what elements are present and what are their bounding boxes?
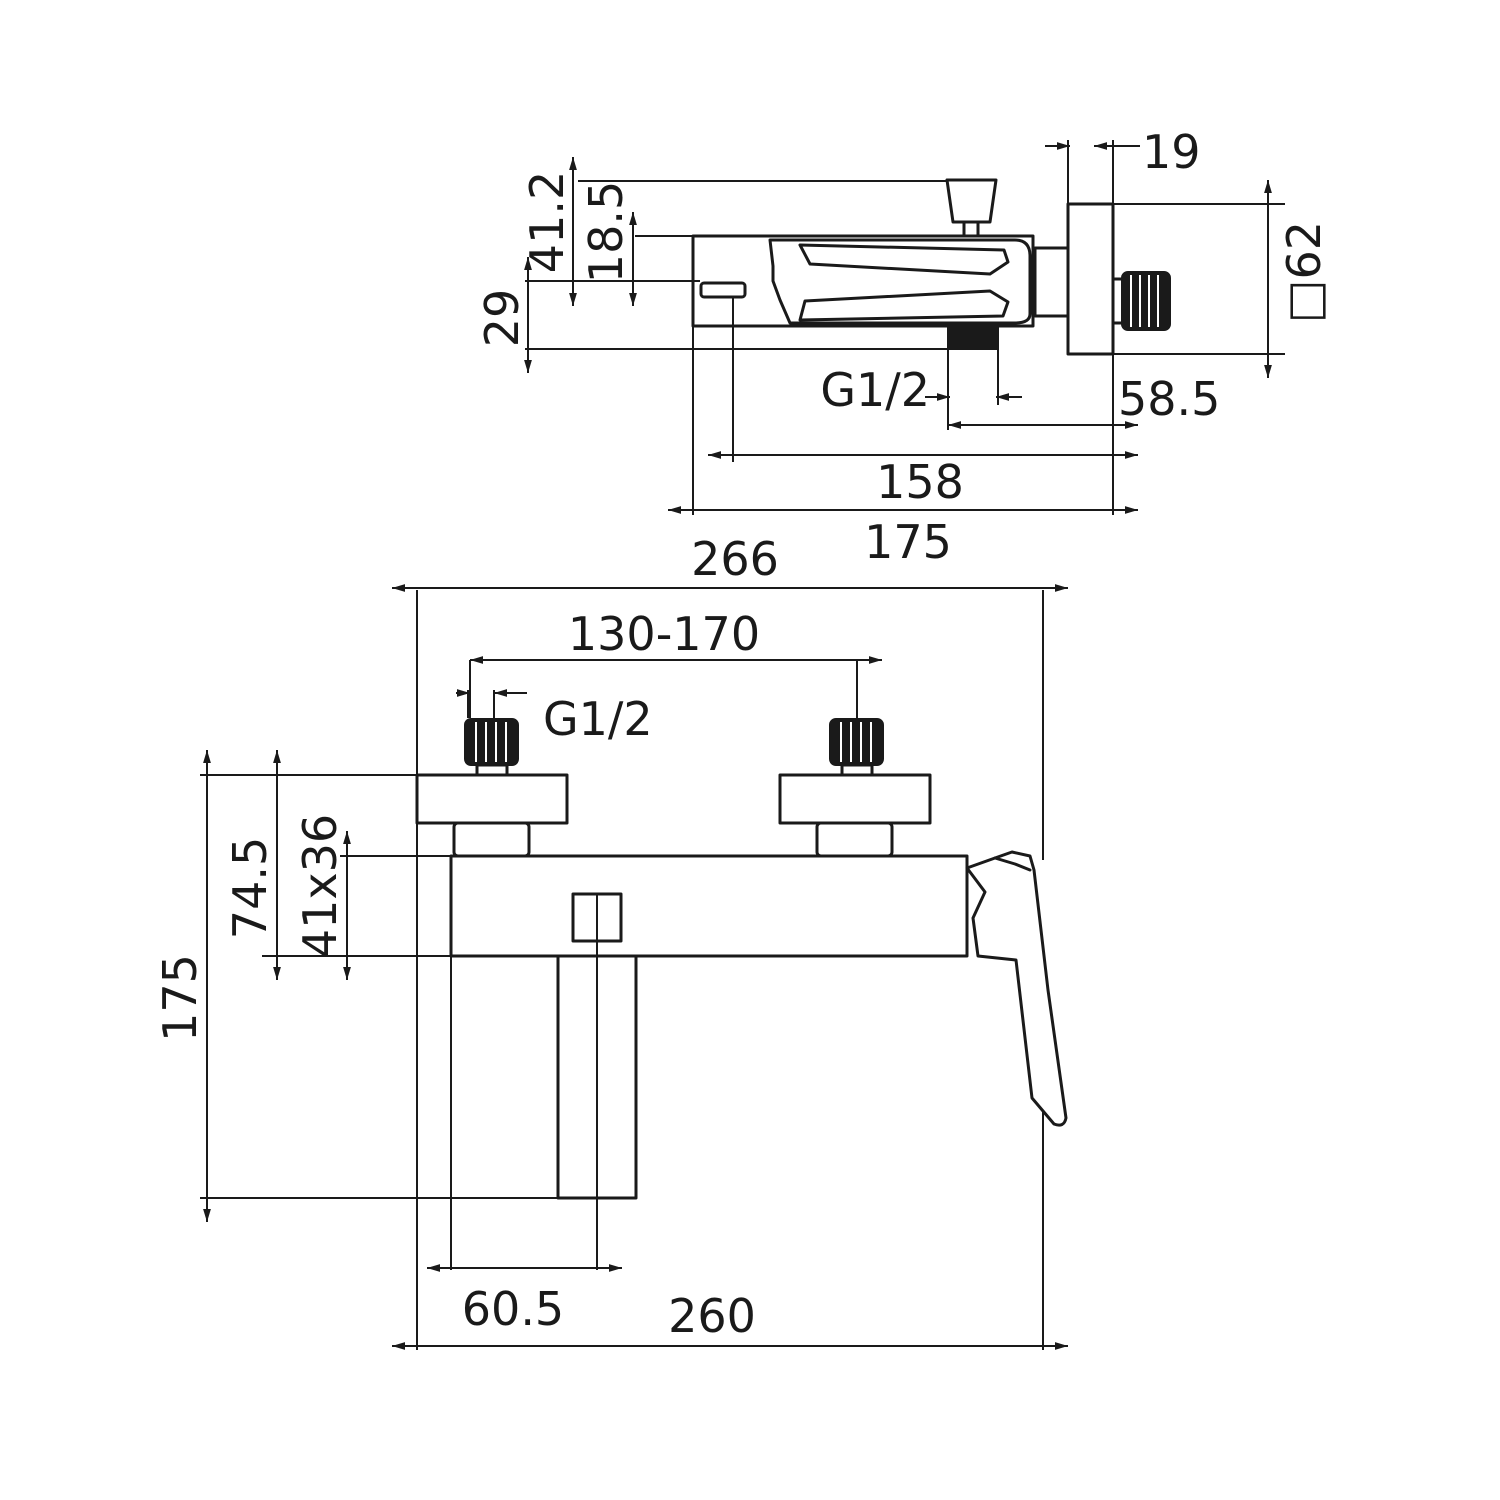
wall-flange (1066, 202, 1115, 356)
thread-g12-front: G1/2 (543, 692, 653, 746)
mixer-body (449, 854, 969, 958)
spout-body (691, 234, 1035, 328)
dim-19: 19 (1142, 125, 1201, 179)
dim-41-2: 41.2 (520, 171, 574, 273)
lever-inner (993, 856, 1032, 872)
dim-260: 260 (668, 1289, 756, 1343)
diverter-knob (945, 178, 998, 224)
left-flange (415, 773, 569, 825)
right-flange-neck (815, 821, 894, 858)
spout-outlet (699, 281, 747, 299)
eccentric-thread (1121, 271, 1171, 331)
right-eccentric-thread (829, 718, 884, 766)
left-flange-neck (452, 821, 531, 858)
diverter-stem (962, 220, 980, 238)
front-view: 266 130-170 G1/2 74.5 41x36 175 60.5 260 (153, 532, 1068, 1350)
dim-29: 29 (475, 289, 529, 348)
neck (1033, 246, 1070, 318)
upper-slot (798, 243, 1010, 276)
bottom-connector (947, 326, 999, 350)
dim-158: 158 (876, 455, 964, 509)
thread-g12-top: G1/2 (820, 363, 930, 417)
dim-41x36: 41x36 (293, 814, 347, 958)
spout-chamber (768, 238, 1032, 325)
dim-18-5: 18.5 (579, 181, 633, 283)
right-flange (778, 773, 932, 825)
lower-slot (798, 289, 1010, 322)
dim-175-top: 175 (864, 515, 952, 569)
lever-handle (965, 850, 1068, 1127)
dim-130-170: 130-170 (568, 607, 760, 661)
dim-60-5: 60.5 (462, 1282, 564, 1336)
dim-266: 266 (691, 532, 779, 586)
dim-58-5: 58.5 (1118, 372, 1220, 426)
dim-74-5: 74.5 (223, 837, 277, 939)
left-eccentric-thread (464, 718, 519, 766)
top-view: 19 41.2 18.5 29 □62 G1/2 58.5 158 175 (475, 125, 1331, 569)
dim-square-62: □62 (1277, 221, 1331, 323)
dim-175-front: 175 (153, 954, 207, 1042)
